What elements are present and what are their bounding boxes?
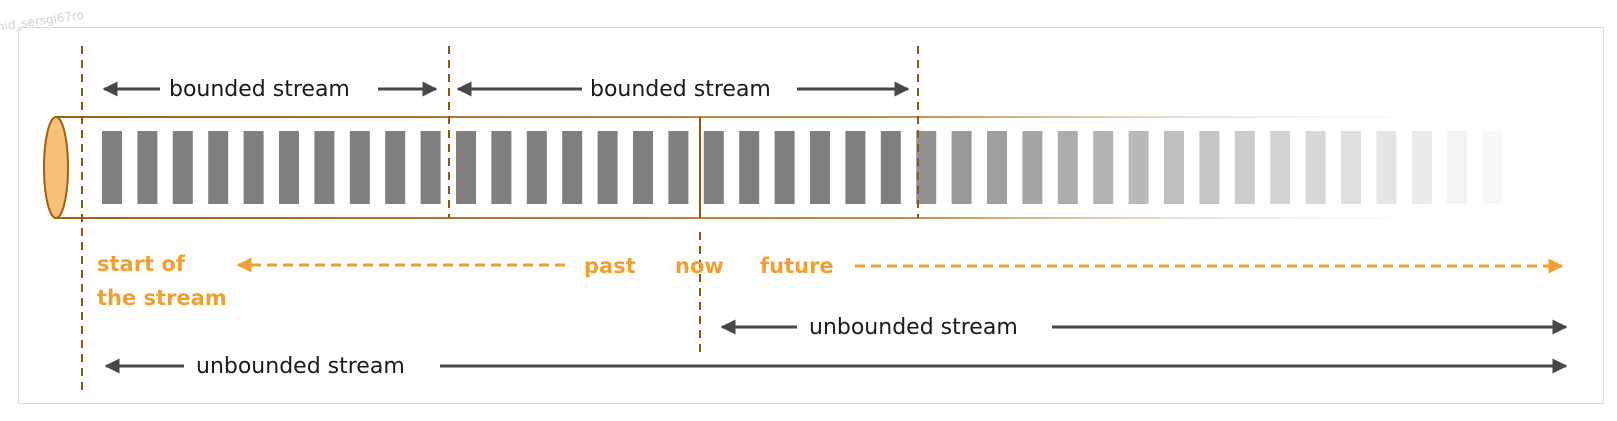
records-group xyxy=(102,131,1503,204)
stream-record xyxy=(1411,131,1432,204)
bounded-1-label: bounded stream xyxy=(169,77,350,102)
stream-record xyxy=(880,131,901,204)
stream-record xyxy=(739,131,760,204)
stream-record xyxy=(314,131,335,204)
stream-record xyxy=(137,131,158,204)
stream-record xyxy=(279,131,299,204)
unbounded-now-label: unbounded stream xyxy=(809,315,1018,340)
stream-record xyxy=(562,131,583,204)
stream-record xyxy=(1305,131,1326,204)
stream-record xyxy=(951,131,972,204)
stream-record xyxy=(1447,131,1468,204)
stream-record xyxy=(385,131,406,204)
unbounded-start-label: unbounded stream xyxy=(196,354,405,379)
stream-record xyxy=(420,131,441,204)
stream-record xyxy=(526,131,547,204)
bounded-2-label: bounded stream xyxy=(590,77,771,102)
now-label: now xyxy=(675,254,724,278)
stream-record xyxy=(633,131,653,204)
stream-record xyxy=(491,131,512,204)
stream-record xyxy=(916,131,937,204)
stream-record xyxy=(668,131,689,204)
past-label: past xyxy=(584,254,636,278)
stream-record xyxy=(1128,131,1149,204)
stream-record xyxy=(1270,131,1291,204)
start-of-stream-label-line1: start of xyxy=(97,252,186,276)
stream-record xyxy=(774,131,795,204)
stream-tube xyxy=(43,116,1510,219)
start-of-stream-label-line2: the stream xyxy=(97,286,227,310)
stream-record xyxy=(349,131,370,204)
stream-record xyxy=(597,131,618,204)
stream-record xyxy=(1093,131,1114,204)
stream-record xyxy=(1234,131,1255,204)
stream-record xyxy=(845,131,866,204)
stream-record xyxy=(810,131,830,204)
stream-record xyxy=(987,131,1007,204)
stream-record xyxy=(1022,131,1043,204)
stream-record xyxy=(1199,131,1220,204)
stream-record xyxy=(456,131,476,204)
diagram-frame xyxy=(18,27,1604,404)
stream-record xyxy=(1341,131,1361,204)
stream-record xyxy=(1057,131,1078,204)
stream-record xyxy=(243,131,264,204)
future-label: future xyxy=(760,254,834,278)
tube-end-cap xyxy=(43,116,69,219)
stream-record xyxy=(208,131,229,204)
stream-record xyxy=(1164,131,1184,204)
stream-record xyxy=(172,131,193,204)
stream-record xyxy=(1482,131,1503,204)
stream-record xyxy=(102,131,122,204)
stream-record xyxy=(1376,131,1397,204)
stream-record xyxy=(703,131,724,204)
